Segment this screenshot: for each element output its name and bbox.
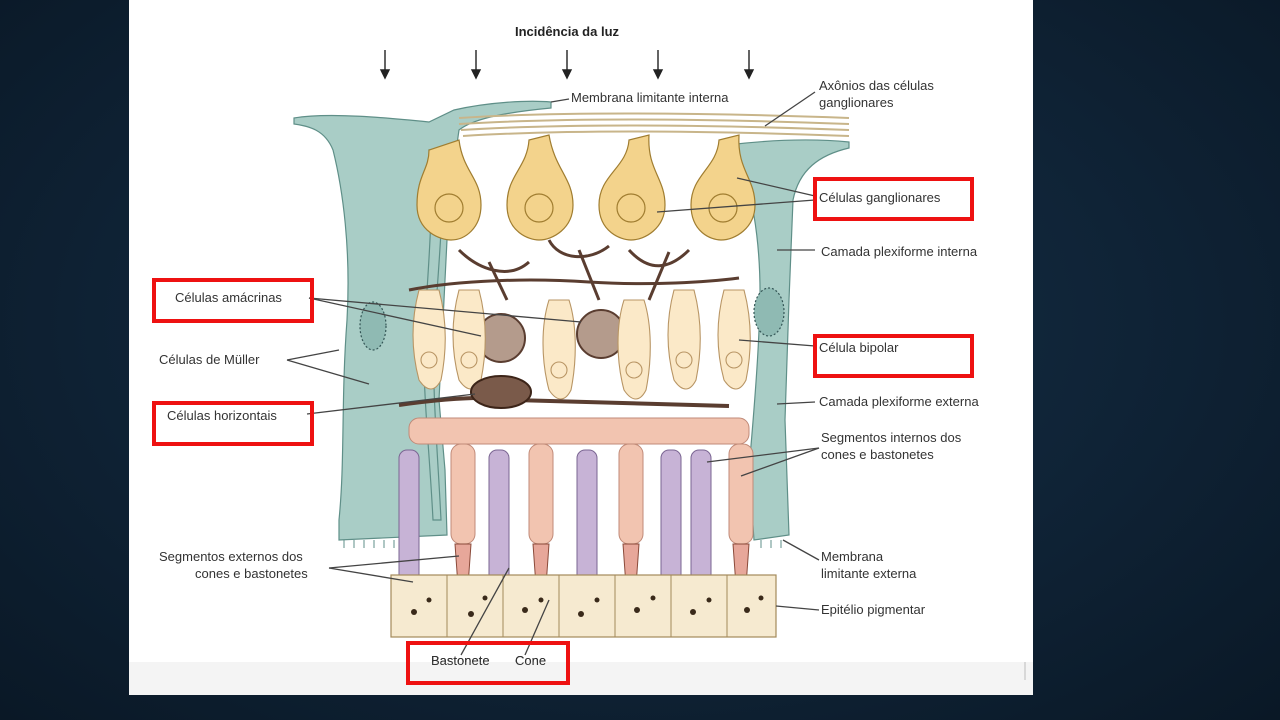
ganglion-axons — [458, 112, 850, 137]
inner-plexiform-dendrites — [408, 239, 740, 301]
bottom-strip — [129, 662, 1033, 695]
labels: Membrana limitante interna Axônios das c… — [159, 78, 979, 668]
muller-fringe — [343, 540, 782, 548]
label-camada-plexiforme-externa: Camada plexiforme externa — [819, 394, 979, 409]
label-axonios-2: ganglionares — [819, 95, 894, 110]
highlight-celulas-ganglionares — [813, 177, 974, 221]
label-membrana-limitante-interna: Membrana limitante interna — [571, 90, 729, 105]
label-bastonete-overlay: Bastonete — [431, 653, 490, 668]
highlight-bastonete-cone-overlay — [406, 641, 570, 685]
leader-lines — [286, 91, 820, 656]
label-membrana-limitante-externa-2: limitante externa — [821, 566, 917, 581]
label-camada-plexiforme-interna: Camada plexiforme interna — [821, 244, 978, 259]
label-axonios-1: Axônios das células — [819, 78, 934, 93]
rod-cells — [398, 449, 712, 601]
label-membrana-limitante-externa-1: Membrana — [821, 549, 884, 564]
highlight-celulas-horizontais — [152, 401, 314, 446]
diagram-title: Incidência da luz — [515, 24, 620, 39]
slide: Incidência da luz — [129, 0, 1033, 695]
label-segmentos-externos-2: cones e bastonetes — [195, 566, 308, 581]
bipolar-cells — [412, 289, 751, 400]
label-segmentos-internos-2: cones e bastonetes — [821, 447, 934, 462]
label-segmentos-externos-1: Segmentos externos dos — [159, 549, 303, 564]
label-celulas-ganglionares: Células ganglionares — [819, 190, 941, 205]
label-cone-overlay: Cone — [515, 653, 546, 668]
ganglion-cells — [416, 134, 756, 241]
amacrine-cells — [476, 309, 626, 363]
pigment-epithelium — [390, 574, 777, 638]
label-celulas-amacrinas: Células amácrinas — [175, 290, 282, 305]
label-epitelio-pigmentar: Epitélio pigmentar — [821, 602, 926, 617]
label-celulas-de-muller: Células de Müller — [159, 352, 260, 367]
retina-diagram: Incidência da luz — [129, 24, 1033, 695]
highlight-celulas-amacrinas — [152, 278, 314, 323]
inner-segments — [408, 417, 754, 545]
highlight-celula-bipolar — [813, 334, 974, 378]
horizontal-cell — [398, 375, 730, 409]
label-segmentos-internos-1: Segmentos internos dos — [821, 430, 962, 445]
light-arrows — [379, 50, 755, 80]
label-celulas-horizontais: Células horizontais — [167, 408, 277, 423]
label-celula-bipolar: Célula bipolar — [819, 340, 899, 355]
